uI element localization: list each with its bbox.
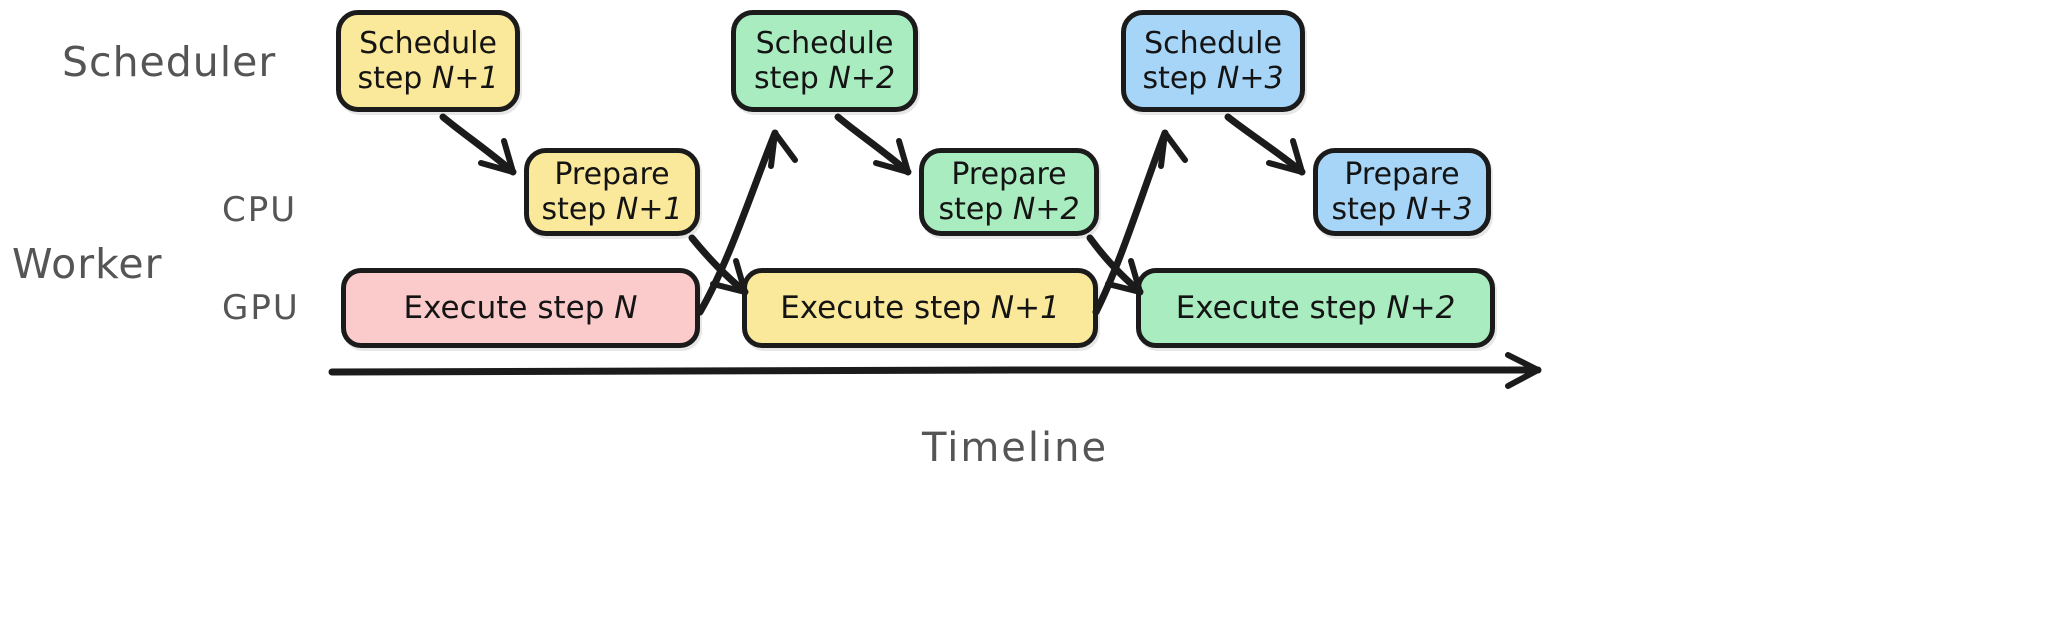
- timeline-caption: Timeline: [922, 425, 1109, 471]
- lane-label-gpu: GPU: [222, 288, 300, 328]
- node-execute-step-n1[interactable]: Execute step N+1: [742, 268, 1098, 348]
- arrow-schedule-n2-to-prepare-n2: [834, 113, 912, 176]
- node-execute-step-n[interactable]: Execute step N: [341, 268, 700, 348]
- arrow-schedule-n3-to-prepare-n3: [1224, 113, 1306, 176]
- node-label: Execute step N+2: [1175, 289, 1456, 326]
- row-label-scheduler: Scheduler: [62, 38, 277, 86]
- node-label: Execute step N+1: [780, 289, 1060, 326]
- arrow-schedule-n1-to-prepare-n1: [439, 113, 517, 176]
- node-execute-step-n2[interactable]: Execute step N+2: [1136, 268, 1495, 348]
- row-label-worker: Worker: [12, 240, 163, 288]
- node-label: Execute step N: [403, 289, 638, 326]
- arrow-prepare-n1-to-execute-n1: [688, 234, 749, 296]
- timeline-axis: [328, 352, 1542, 389]
- lane-label-cpu: CPU: [222, 190, 298, 230]
